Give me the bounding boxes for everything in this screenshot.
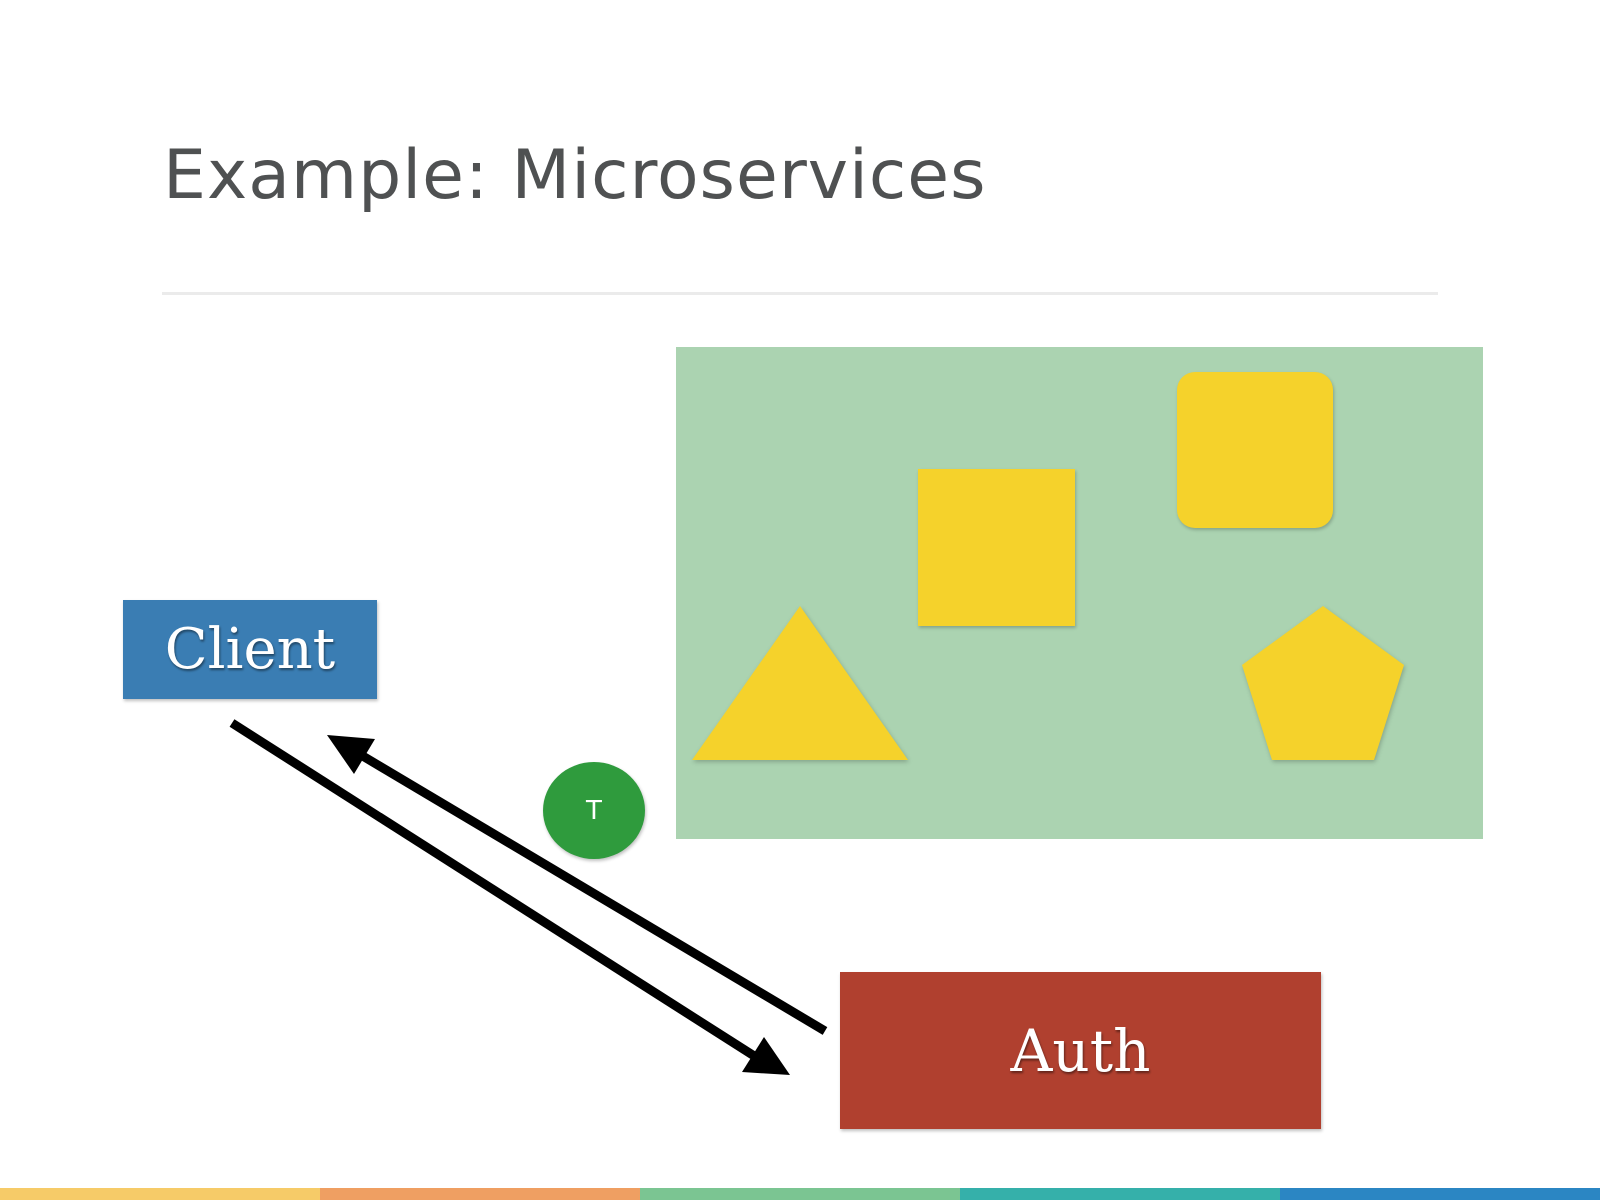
client-node: Client [123,600,377,699]
auth-label: Auth [1010,1016,1151,1085]
service-square [918,469,1075,626]
service-triangle [692,606,908,760]
footer-segment [320,1188,640,1200]
service-pentagon [1242,606,1404,760]
footer-segment [640,1188,960,1200]
slide-title: Example: Microservices [163,136,987,215]
footer-segment [1280,1188,1600,1200]
footer-color-bar [0,1188,1600,1200]
auth-node: Auth [840,972,1321,1129]
arrow-auth-to-client [327,735,828,1035]
arrow-client-to-auth [229,719,790,1075]
token-circle: T [543,762,645,859]
token-label: T [586,795,602,826]
footer-segment [0,1188,320,1200]
title-divider [162,292,1438,295]
service-rounded-square [1177,372,1333,528]
client-label: Client [164,617,336,682]
footer-segment [960,1188,1280,1200]
